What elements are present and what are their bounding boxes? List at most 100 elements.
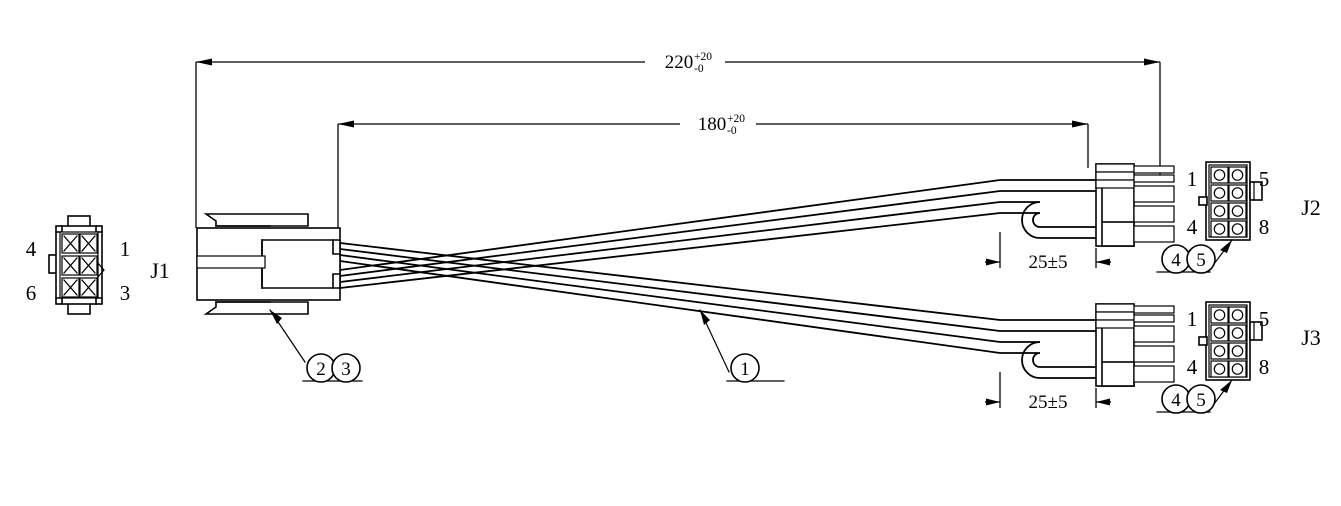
j2-tail-3 bbox=[1133, 185, 1175, 203]
balloon-3-text: 3 bbox=[341, 359, 351, 380]
wire-4 bbox=[339, 260, 1001, 354]
j2-pin-label-bottom-right: 8 bbox=[1259, 215, 1270, 239]
j3-cavity-1 bbox=[1210, 306, 1229, 324]
dimension-arrow-right bbox=[1144, 58, 1160, 66]
j3-loop-turn-inner bbox=[1000, 352, 1096, 368]
wire-7 bbox=[339, 201, 1001, 283]
balloon-group-j1: 2 3 bbox=[302, 353, 363, 383]
j1-front-step bbox=[261, 239, 341, 289]
balloon-group-bundle: 1 bbox=[726, 353, 785, 383]
balloon-5-j3-circle bbox=[1186, 384, 1216, 414]
j3-cavity-7 bbox=[1228, 342, 1247, 360]
balloon-1-text: 1 bbox=[740, 359, 750, 380]
j2-tail-2 bbox=[1133, 174, 1175, 183]
j3-tail-3 bbox=[1133, 325, 1175, 343]
j2-rib-2 bbox=[1095, 171, 1135, 181]
j3-dim-arrow-left bbox=[986, 398, 1000, 406]
wire-5 bbox=[339, 179, 1001, 271]
j2-pin-label-top-left: 1 bbox=[1187, 167, 1198, 191]
j2-pin-label-top-right: 5 bbox=[1259, 167, 1270, 191]
j3-cavity-2 bbox=[1210, 324, 1229, 342]
connector-label-j1: J1 bbox=[150, 258, 170, 283]
j2-front-side-key bbox=[1249, 181, 1263, 201]
j1-balloon-leader-arrow bbox=[270, 310, 282, 324]
connector-label-j3: J3 bbox=[1301, 325, 1321, 350]
j2-tail-1 bbox=[1133, 165, 1175, 174]
connector-j2-front-view: 1 5 4 8 J2 bbox=[1187, 161, 1321, 273]
dimension-overall-length: 220 +20 -0 bbox=[195, 51, 1161, 228]
wire-6 bbox=[339, 190, 1001, 277]
dimension-tol-upper-branch: +20 bbox=[727, 113, 745, 125]
j3-loop-turn-outer bbox=[1000, 341, 1096, 379]
balloon-group-j2: 4 5 bbox=[1156, 244, 1216, 274]
dimension-j3-tail: 25±5 bbox=[985, 372, 1111, 413]
dimension-tol-lower-overall: -0 bbox=[694, 63, 704, 75]
j2-dim-arrow-left bbox=[986, 258, 1000, 266]
j3-pin-label-top-right: 5 bbox=[1259, 307, 1270, 331]
j1-pin-label-top-left: 4 bbox=[26, 237, 37, 261]
j3-front-left-tab bbox=[1198, 336, 1208, 346]
wire-1 bbox=[339, 242, 1001, 321]
j2-cavity-7 bbox=[1228, 202, 1247, 220]
dimension-arrow-left bbox=[338, 120, 354, 128]
j3-rib-2 bbox=[1095, 311, 1135, 321]
j3-cavity-4 bbox=[1210, 360, 1229, 378]
j2-pin-label-bottom-left: 4 bbox=[1187, 215, 1198, 239]
dimension-branch-length: 180 +20 -0 bbox=[337, 113, 1089, 243]
dimension-tol-lower-branch: -0 bbox=[727, 125, 737, 137]
balloon-1-circle bbox=[730, 353, 760, 383]
balloon-2-text: 2 bbox=[316, 359, 326, 380]
j2-balloon-leader-arrow bbox=[1220, 240, 1232, 253]
j1-cavity-3 bbox=[79, 277, 98, 298]
j1-latch-lower bbox=[203, 301, 309, 315]
j3-rib-3 bbox=[1095, 319, 1135, 329]
bundle-balloon-arrow bbox=[700, 310, 710, 325]
j3-balloon-leader-arrow bbox=[1220, 380, 1232, 393]
j2-loop-turn-outer bbox=[1000, 201, 1096, 239]
j2-cavity-3 bbox=[1210, 202, 1229, 220]
balloon-5-j2-circle bbox=[1186, 244, 1216, 274]
dimension-arrow-right bbox=[1072, 120, 1088, 128]
balloon-4-j3-text: 4 bbox=[1171, 390, 1181, 411]
j3-pin-label-bottom-right: 8 bbox=[1259, 355, 1270, 379]
j3-front-side-key bbox=[1249, 321, 1263, 341]
balloon-5-j3-text: 5 bbox=[1196, 390, 1206, 411]
j2-cavity-6 bbox=[1228, 184, 1247, 202]
balloon-3-circle bbox=[331, 353, 361, 383]
j1-cavity-4 bbox=[61, 233, 80, 254]
connector-j1-front-view: 4 1 6 3 J1 bbox=[26, 215, 170, 315]
j3-dim-arrow-right bbox=[1096, 398, 1110, 406]
connector-label-j2: J2 bbox=[1301, 195, 1321, 220]
balloon-group-j3: 4 5 bbox=[1156, 384, 1216, 414]
j2-dim-arrow-right bbox=[1096, 258, 1110, 266]
dimension-value-j2-tail: 25±5 bbox=[1029, 252, 1068, 273]
dimension-value-branch: 180 bbox=[698, 114, 727, 135]
j3-pin-label-bottom-left: 4 bbox=[1187, 355, 1198, 379]
balloon-5-j2-text: 5 bbox=[1196, 250, 1206, 271]
j2-rib-1 bbox=[1095, 163, 1135, 173]
j3-rib-1 bbox=[1095, 303, 1135, 313]
j2-lower-block bbox=[1101, 221, 1135, 247]
j1-pin-label-top-right: 1 bbox=[120, 237, 131, 261]
dimension-tol-upper-overall: +20 bbox=[694, 51, 712, 63]
j3-tail-5 bbox=[1133, 365, 1175, 383]
j3-cavity-3 bbox=[1210, 342, 1229, 360]
wire-2 bbox=[339, 248, 1001, 332]
j2-cavity-5 bbox=[1228, 166, 1247, 184]
j2-rib-3 bbox=[1095, 179, 1135, 189]
j2-loop-turn-inner bbox=[1000, 212, 1096, 228]
dimension-arrow-left bbox=[196, 58, 212, 66]
j3-tail-2 bbox=[1133, 314, 1175, 323]
j3-pin-label-top-left: 1 bbox=[1187, 307, 1198, 331]
j1-pin-label-bottom-right: 3 bbox=[120, 281, 131, 305]
j1-latch-upper bbox=[203, 213, 309, 227]
connector-j1-side-view bbox=[196, 213, 341, 363]
j1-exit-notch-bottom bbox=[332, 273, 341, 289]
j3-lower-block bbox=[1101, 361, 1135, 387]
j2-tail-4 bbox=[1133, 205, 1175, 223]
dimension-j2-tail: 25±5 bbox=[985, 232, 1111, 273]
wire-8 bbox=[339, 212, 1001, 289]
j2-cavity-8 bbox=[1228, 220, 1247, 238]
